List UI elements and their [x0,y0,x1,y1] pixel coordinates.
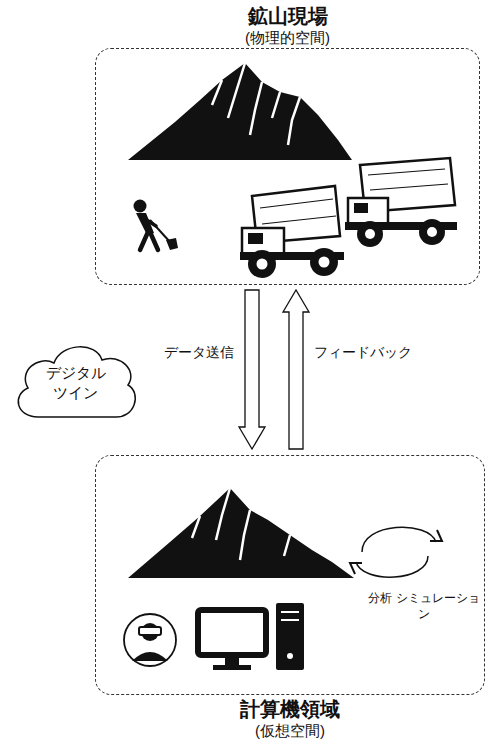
computer-icon [198,603,304,670]
arrow-label: フィードバック [314,343,412,361]
annotation-label: 分析 シミュレーション [366,590,482,622]
arrow-label: データ送信 [164,343,234,361]
node-text: デジタル ツイン [40,363,112,403]
region-title-sub: (仮想空間) [76,721,500,740]
cloud-outline [8,335,143,430]
mountain-snow [192,488,290,560]
dump-truck [345,158,457,247]
cloud-shape: デジタル ツイン [8,335,143,430]
hollow-arrow [239,290,265,449]
hollow-arrow [283,290,309,449]
cycle-arrows [350,527,442,577]
worker [134,200,179,251]
region-box: 鉱山現場(物理的空間) [95,48,480,285]
cloud-text-area: デジタル ツイン [8,335,143,430]
region-title-main: 計算機領域 [76,697,500,721]
mountain-snow [212,63,300,145]
region-title-main: 鉱山現場 [76,4,499,28]
vr-user-icon [124,614,176,666]
region-box: 計算機領域(仮想空間) [95,455,485,695]
region-title: 鉱山現場(物理的空間) [76,4,499,47]
region-title-sub: (物理的空間) [76,28,499,47]
dump-truck [240,186,344,278]
mountain [128,63,352,160]
mountain [128,488,354,578]
region-title: 計算機領域(仮想空間) [76,697,500,740]
cloud-path [18,347,135,417]
